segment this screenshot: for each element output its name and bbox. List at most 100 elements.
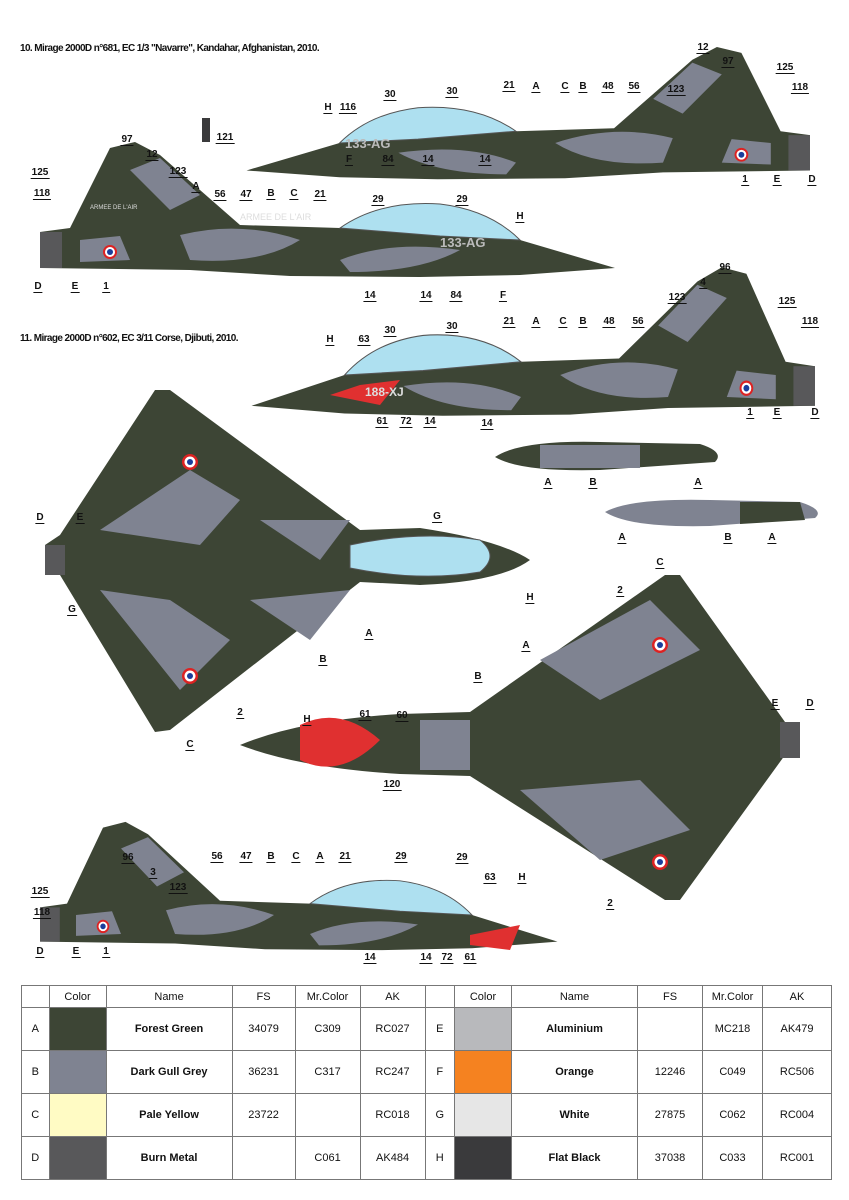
callout-label: E bbox=[70, 281, 80, 293]
callout-121: 121 bbox=[215, 132, 235, 144]
color-name: Aluminium bbox=[511, 1007, 638, 1051]
callout-label: 1 bbox=[102, 281, 110, 293]
scheme-10-title: 10. Mirage 2000D n°681, EC 1/3 "Navarre"… bbox=[20, 43, 320, 54]
ak-code: RC001 bbox=[762, 1136, 832, 1180]
callout-label: 123 bbox=[168, 166, 188, 178]
callout-label: 72 bbox=[440, 952, 454, 964]
ak-code: AK479 bbox=[762, 1007, 832, 1051]
callout-label: 1 bbox=[741, 174, 749, 186]
color-id: G bbox=[424, 1093, 456, 1137]
callout-label: D bbox=[807, 174, 817, 186]
callout-label: F bbox=[498, 290, 508, 302]
callout-label: C bbox=[560, 81, 570, 93]
callout-label: 30 bbox=[383, 89, 397, 101]
callout-label: 118 bbox=[790, 82, 810, 94]
callout-label: 63 bbox=[483, 872, 497, 884]
color-swatch-cell bbox=[454, 1093, 512, 1137]
callout-label: 96 bbox=[121, 852, 135, 864]
stencil-121-mark bbox=[202, 118, 210, 142]
color-swatch-cell bbox=[48, 1136, 107, 1180]
color-name: Flat Black bbox=[511, 1136, 638, 1180]
fs-code bbox=[231, 1136, 296, 1180]
callout-label: 61 bbox=[358, 709, 372, 721]
callout-label: 21 bbox=[502, 316, 516, 328]
ak-code: AK484 bbox=[359, 1136, 426, 1180]
callout-label: 29 bbox=[455, 194, 469, 206]
mrcolor-code: C062 bbox=[702, 1093, 763, 1137]
color-swatch bbox=[49, 1008, 106, 1050]
color-id: D bbox=[21, 1136, 50, 1180]
color-swatch-cell bbox=[454, 1050, 512, 1094]
scheme-11-title: 11. Mirage 2000D n°602, EC 3/11 Corse, D… bbox=[20, 333, 238, 344]
callout-label: 14 bbox=[421, 154, 435, 166]
callout-label: 29 bbox=[394, 851, 408, 863]
callout-label: C bbox=[289, 188, 299, 200]
color-swatch bbox=[455, 1137, 511, 1179]
callout-label: E bbox=[71, 946, 81, 958]
fs-code: 23722 bbox=[231, 1093, 296, 1137]
callout-label: A bbox=[617, 532, 627, 544]
callout-label: E bbox=[770, 698, 780, 710]
callout-label: 118 bbox=[32, 907, 52, 919]
sharkmouth-602-left bbox=[330, 380, 400, 405]
mrcolor-code: C049 bbox=[702, 1050, 763, 1094]
header-name: Name bbox=[511, 985, 638, 1008]
header-color: Color bbox=[454, 985, 512, 1008]
color-swatch bbox=[49, 1137, 106, 1179]
color-swatch-cell bbox=[454, 1007, 512, 1051]
code-602: 188-XJ bbox=[365, 385, 404, 399]
callout-label: C bbox=[185, 739, 195, 751]
header-name: Name bbox=[105, 985, 233, 1008]
callout-label: H bbox=[515, 211, 525, 223]
callout-label: A bbox=[191, 181, 201, 193]
callout-label: B bbox=[578, 316, 588, 328]
callout-label: 56 bbox=[627, 81, 641, 93]
callout-label: G bbox=[67, 604, 77, 616]
mrcolor-code: C061 bbox=[294, 1136, 361, 1180]
callout-label: 97 bbox=[120, 134, 134, 146]
mrcolor-code: C317 bbox=[294, 1050, 361, 1094]
header-mrcolor: Mr.Color bbox=[702, 985, 763, 1008]
callout-label: 72 bbox=[399, 416, 413, 428]
color-name: Forest Green bbox=[105, 1007, 233, 1051]
callout-label: 21 bbox=[313, 189, 327, 201]
color-id: F bbox=[424, 1050, 456, 1094]
ak-code: RC027 bbox=[359, 1007, 426, 1051]
callout-label: 4 bbox=[699, 277, 707, 289]
callout-label: C bbox=[291, 851, 301, 863]
callout-label: D bbox=[33, 281, 43, 293]
callout-label: 125 bbox=[30, 167, 50, 179]
callout-label: 96 bbox=[718, 262, 732, 274]
callout-label: 12 bbox=[696, 42, 710, 54]
color-id: C bbox=[21, 1093, 50, 1137]
aircraft-drawings: ARMEE DE L'AIR bbox=[39, 46, 818, 951]
mrcolor-code: MC218 bbox=[702, 1007, 763, 1051]
callout-label: 30 bbox=[445, 86, 459, 98]
callout-label: B bbox=[318, 654, 328, 666]
callout-label: D bbox=[810, 407, 820, 419]
fs-code: 27875 bbox=[637, 1093, 703, 1137]
callout-label: 14 bbox=[480, 418, 494, 430]
callout-label: 61 bbox=[375, 416, 389, 428]
color-swatch bbox=[455, 1008, 511, 1050]
color-name: Dark Gull Grey bbox=[105, 1050, 233, 1094]
callout-label: A bbox=[531, 81, 541, 93]
callout-label: 14 bbox=[419, 290, 433, 302]
callout-label: B bbox=[266, 188, 276, 200]
callout-label: D bbox=[35, 512, 45, 524]
callout-label: 63 bbox=[357, 334, 371, 346]
callout-label: 116 bbox=[338, 102, 358, 114]
callout-label: 3 bbox=[149, 867, 157, 879]
callout-label: 21 bbox=[338, 851, 352, 863]
callout-label: 84 bbox=[449, 290, 463, 302]
color-name: Pale Yellow bbox=[105, 1093, 233, 1137]
callout-label: H bbox=[302, 714, 312, 726]
callout-label: 56 bbox=[631, 316, 645, 328]
callout-label: 30 bbox=[445, 321, 459, 333]
callout-label: 14 bbox=[363, 290, 377, 302]
callout-label: B bbox=[588, 477, 598, 489]
